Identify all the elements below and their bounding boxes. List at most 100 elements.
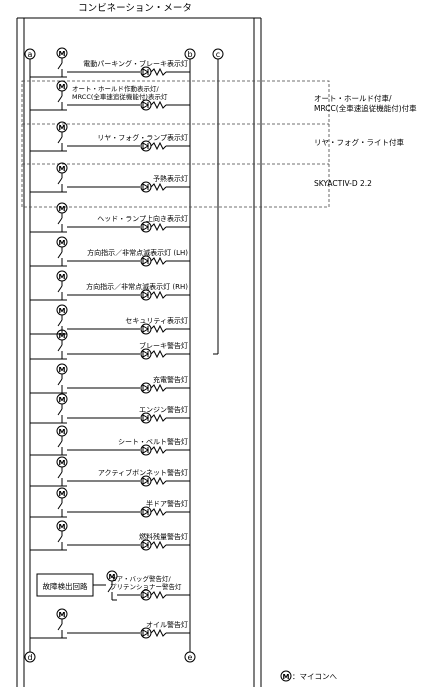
svg-text:ヘッド・ランプ上向き表示灯: ヘッド・ランプ上向き表示灯 [97,214,188,223]
indicator-label: オイル警告灯 [146,620,188,629]
indicator-label: エンジン警告灯 [139,405,188,414]
svg-text:c: c [216,50,220,59]
resistor [150,590,167,600]
resistor [150,445,167,455]
indicator-label: シート・ベルト警告灯 [118,437,188,446]
resistor [150,182,167,192]
option-box-group [21,80,330,208]
resistor [150,100,167,110]
indicator-label: ヘッド・ランプ上向き表示灯 [97,214,188,223]
micro-symbol: M [56,121,68,133]
indicator-label: 予熱表示灯 [153,174,188,183]
resistor [150,290,167,300]
micro-symbol: M [56,520,68,532]
indicator-led [140,412,152,424]
svg-text:リヤ・フォグ・ライト付車: リヤ・フォグ・ライト付車 [314,137,404,147]
svg-text:M: M [59,611,66,619]
svg-text:M: M [59,366,66,374]
svg-text:a: a [28,50,33,59]
svg-text:MRCC(全車速追従機能付)表示灯: MRCC(全車速追従機能付)表示灯 [72,92,168,101]
indicator-led [140,99,152,111]
indicator-label: 方向指示／非常点滅表示灯 (RH) [86,282,188,291]
svg-text:故障検出回路: 故障検出回路 [43,581,88,591]
micro-symbol: M [56,456,68,468]
indicator-row: M ブレーキ警告灯 [30,329,190,360]
indicator-label: 充電警告灯 [153,375,188,384]
svg-text:M: M [59,332,66,340]
indicator-led [140,506,152,518]
resistor [150,256,167,266]
indicator-label: 燃料残量警告灯 [139,532,188,541]
svg-text:オート・ホールド付車/: オート・ホールド付車/ [314,93,392,103]
indicator-row: M ヘッド・ランプ上向き表示灯 [30,202,190,233]
svg-text:ブレーキ警告灯: ブレーキ警告灯 [139,341,188,350]
svg-text:電動パーキング・ブレーキ表示灯: 電動パーキング・ブレーキ表示灯 [83,59,188,68]
micro-symbol: M [56,393,68,405]
indicator-label: アクティブボンネット警告灯 [98,468,188,477]
diagram-title: コンビネーション・メータ [78,3,192,14]
indicator-led [140,348,152,360]
terminal-b: b [184,48,196,60]
svg-text:M: M [59,428,66,436]
svg-text:M: M [59,50,66,58]
indicator-row: M 充電警告灯 [30,363,190,394]
resistor [150,413,167,423]
svg-text:e: e [188,653,193,662]
micro-symbol: M [56,47,68,59]
indicator-label: ブレーキ警告灯 [139,341,188,350]
resistor [150,540,167,550]
indicator-row: M 電動パーキング・ブレーキ表示灯 [30,47,190,78]
micro-symbol: M [56,162,68,174]
bus-lines [29,59,219,652]
meter-frame [16,17,262,687]
indicator-row: M アクティブボンネット警告灯 [30,456,190,487]
svg-text:：マイコンへ: ：マイコンへ [292,672,337,681]
indicator-row: M エンジン警告灯 [30,393,190,424]
svg-text:セキュリティ表示灯: セキュリティ表示灯 [125,316,188,325]
resistor [150,141,167,151]
svg-text:M: M [59,523,66,531]
svg-text:方向指示／非常点滅表示灯 (RH): 方向指示／非常点滅表示灯 (RH) [86,282,188,291]
micro-symbol: M [56,202,68,214]
resistor [150,507,167,517]
svg-text:M: M [59,205,66,213]
resistor [150,383,167,393]
resistor [150,222,167,232]
svg-text:オイル警告灯: オイル警告灯 [146,620,188,629]
indicator-led [140,289,152,301]
indicator-row: M 燃料残量警告灯 [30,520,190,551]
svg-text:M: M [59,239,66,247]
option-note-rear-fog: リヤ・フォグ・ライト付車 [314,137,404,147]
indicator-led [140,255,152,267]
micro-legend: M ：マイコンへ [280,670,337,682]
indicator-led [140,221,152,233]
indicator-led [140,444,152,456]
indicator-label: リヤ・フォグ・ランプ表示灯 [97,133,188,142]
svg-text:M: M [59,459,66,467]
terminal-a: a [24,48,36,60]
indicator-led [140,66,152,78]
svg-text:オート・ホールド作動表示灯/: オート・ホールド作動表示灯/ [72,84,160,93]
indicator-led [140,589,152,601]
indicator-led [140,323,152,335]
svg-text:プリテンショナー警告灯: プリテンショナー警告灯 [110,582,182,591]
svg-text:MRCC(全車速追従機能付)付車: MRCC(全車速追従機能付)付車 [314,103,417,113]
indicator-led [140,539,152,551]
micro-symbol: M [56,487,68,499]
indicator-row: Mエア・バッグ警告灯/プリテンショナー警告灯 [104,570,190,601]
indicator-led [140,475,152,487]
resistor [150,67,167,77]
terminal-e: e [184,651,196,663]
svg-text:M: M [59,490,66,498]
indicator-label: 方向指示／非常点滅表示灯 (LH) [87,248,188,257]
option-note-skyactiv: SKYACTIV-D 2.2 [314,179,372,188]
indicator-led [140,382,152,394]
svg-text:M: M [283,673,290,681]
svg-text:M: M [109,573,116,581]
indicator-led [140,627,152,639]
